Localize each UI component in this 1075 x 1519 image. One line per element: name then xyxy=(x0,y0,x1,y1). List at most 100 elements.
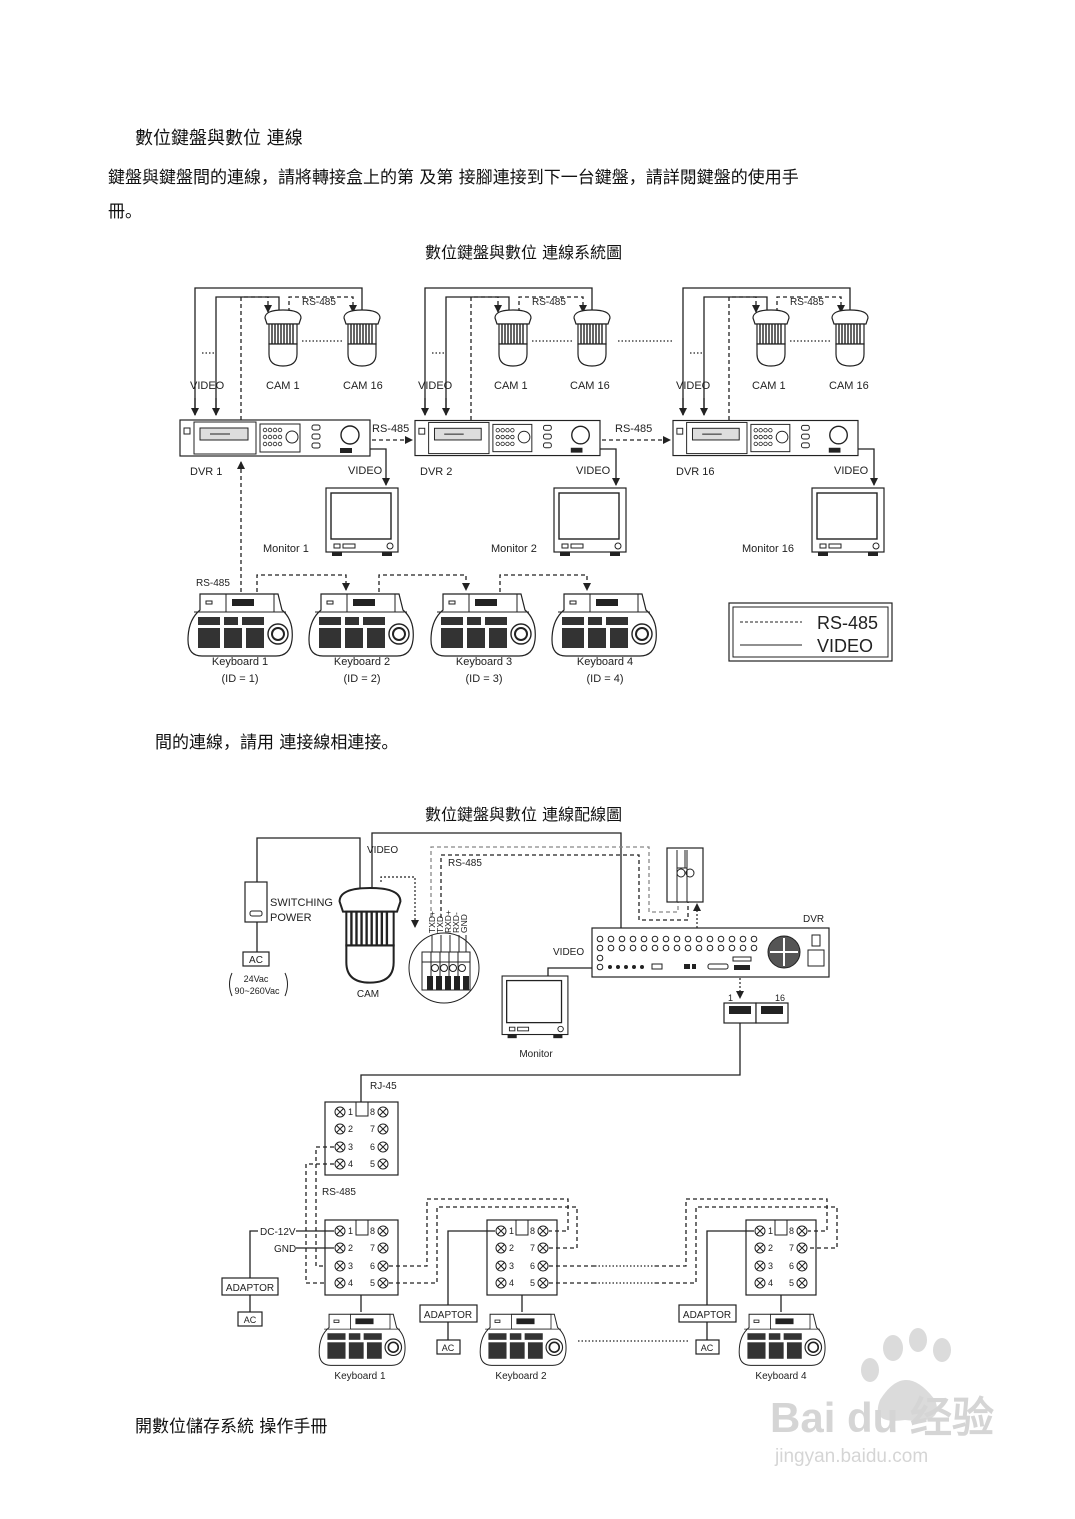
pin-label: 4 xyxy=(509,1278,514,1288)
legend-video-label: VIDEO xyxy=(817,636,873,656)
dvr-rear-panel xyxy=(591,927,830,978)
power-socket-icon xyxy=(807,949,825,967)
pin-label: 1 xyxy=(348,1107,353,1117)
adaptor-label: ADAPTOR xyxy=(424,1310,472,1321)
pin-label: 2 xyxy=(348,1124,353,1134)
ac-box xyxy=(436,1339,461,1355)
pin-label: 1 xyxy=(509,1226,514,1236)
pin-label: 8 xyxy=(789,1226,794,1236)
keyboard-label: Keyboard 4 xyxy=(755,1371,807,1382)
ac-label: AC xyxy=(244,1315,257,1325)
dvr-link-label: RS-485 xyxy=(615,423,652,435)
pin-label: 6 xyxy=(370,1142,375,1152)
voltage-label: 24Vac xyxy=(244,974,269,984)
dvr-link-label: RS-485 xyxy=(372,423,409,435)
keyboard-label: Keyboard 3 xyxy=(456,656,512,668)
baidu-watermark: Bai du 经验 jingyan.baidu.com xyxy=(770,1328,994,1467)
monitor-label: Monitor xyxy=(519,1049,553,1060)
cam-last-label: CAM 16 xyxy=(570,380,610,392)
pin-label: 6 xyxy=(370,1261,375,1271)
keyboard-icon xyxy=(430,593,537,657)
keyboard-icon xyxy=(551,593,658,657)
footer-text: 開數位儲存系統 操作手冊 xyxy=(135,1417,327,1437)
cam-label: CAM xyxy=(357,989,379,1000)
pin-label: 5 xyxy=(370,1278,375,1288)
rj45-cable xyxy=(360,1023,741,1102)
terminal-label: TXD+ xyxy=(427,911,437,933)
ac-box xyxy=(695,1339,720,1355)
camera-icon xyxy=(752,309,790,367)
cam-last-label: CAM 16 xyxy=(829,380,869,392)
keyboard-label: Keyboard 4 xyxy=(577,656,633,668)
watermark-url: jingyan.baidu.com xyxy=(774,1446,928,1467)
pin-label: 8 xyxy=(370,1226,375,1236)
pin-label: 8 xyxy=(370,1107,375,1117)
keyboard-id: (ID = 2) xyxy=(344,673,381,685)
pin-label: 4 xyxy=(348,1159,353,1169)
video-in-label: VIDEO xyxy=(676,380,711,392)
pin-label: 7 xyxy=(370,1243,375,1253)
keyboard-id: (ID = 4) xyxy=(587,673,624,685)
connector-block xyxy=(666,847,704,903)
pin-label: 4 xyxy=(348,1278,353,1288)
pin-label: 3 xyxy=(768,1261,773,1271)
keyboard-id: (ID = 1) xyxy=(222,673,259,685)
rs485-line-cam16 xyxy=(288,296,357,313)
pin-label: 3 xyxy=(348,1142,353,1152)
legend: RS-485 VIDEO xyxy=(728,602,893,662)
keyboard-icon xyxy=(479,1313,567,1367)
adaptor-label: ADAPTOR xyxy=(683,1310,731,1321)
monitor-icon xyxy=(501,975,569,1039)
video-out-label: VIDEO xyxy=(348,465,383,477)
dvr-icon xyxy=(179,419,371,457)
watermark-brand: Bai du 经验 xyxy=(770,1394,994,1441)
pin-label: 6 xyxy=(530,1261,535,1271)
keyboard-icon xyxy=(187,593,294,657)
ac-box xyxy=(242,951,270,967)
paragraph-1-line-1: 鍵盤與鍵盤間的連線，請將轉接盒上的第 及第 接腳連接到下一台鍵盤，請詳閱鍵盤的使… xyxy=(108,167,799,188)
keyboard-label: Keyboard 1 xyxy=(334,1371,386,1382)
keyboard-label: Keyboard 2 xyxy=(334,656,390,668)
monitor-icon xyxy=(553,487,627,557)
cam-first-label: CAM 1 xyxy=(752,380,786,392)
section-heading: 數位鍵盤與數位 連線 xyxy=(135,128,303,149)
ac-box xyxy=(237,1311,263,1327)
port-first-label: 1 xyxy=(728,993,733,1003)
keyboard-label: Keyboard 1 xyxy=(212,656,268,668)
monitor-icon xyxy=(325,487,399,557)
paragraph-2: 間的連線，請用 連接線相連接。 xyxy=(155,733,398,753)
dvr-video-label: VIDEO xyxy=(553,947,584,958)
ac-label: AC xyxy=(701,1343,714,1353)
dvr-label: DVR 2 xyxy=(420,466,452,478)
dvr-group-2: VIDEO CAM 1 CAM 16 RS-485 DVR 2 VIDEO Mo… xyxy=(414,287,627,557)
system-diagram: VIDEO CAM 1 CAM 16 RS-485 DVR 1 VIDEO Mo… xyxy=(179,287,893,685)
dvr-label: DVR 16 xyxy=(676,466,715,478)
pin-label: 8 xyxy=(530,1226,535,1236)
keyboard-label: Keyboard 2 xyxy=(495,1371,547,1382)
dvr-icon xyxy=(672,419,859,457)
monitor-icon xyxy=(811,487,885,557)
camera-icon xyxy=(343,309,381,367)
keyboard-icon xyxy=(308,593,415,657)
monitor-label: Monitor 1 xyxy=(263,543,309,555)
diagram-2-caption: 數位鍵盤與數位 連線配線圖 xyxy=(425,805,622,824)
video-line xyxy=(371,832,622,930)
camera-icon xyxy=(831,309,869,367)
terminal-block-zoom xyxy=(408,932,480,1004)
pin-label: 1 xyxy=(348,1226,353,1236)
terminal-label: GND xyxy=(459,914,469,933)
video-out-label: VIDEO xyxy=(834,465,869,477)
video-line-cam16 xyxy=(194,287,363,415)
keyboard-rs485-label: RS-485 xyxy=(196,578,230,589)
rs485-bus-label: RS-485 xyxy=(322,1187,356,1198)
keyboard-icon xyxy=(738,1313,826,1367)
pin-label: 4 xyxy=(768,1278,773,1288)
pin-label: 5 xyxy=(789,1278,794,1288)
camera-icon xyxy=(494,309,532,367)
dc12v-label: DC-12V xyxy=(260,1227,296,1238)
cam-last-label: CAM 16 xyxy=(343,380,383,392)
